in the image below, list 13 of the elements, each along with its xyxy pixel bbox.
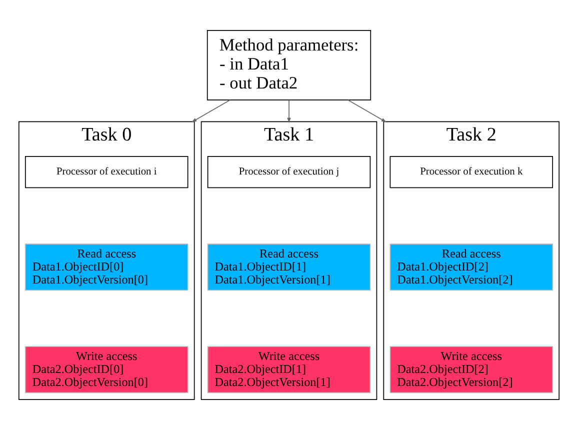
- node-box: Method parameters: - in Data1 - out Data2: [206, 30, 372, 100]
- node-box: Read access Data1.ObjectID[1] Data1.ObjectVersion[1]: [207, 243, 371, 290]
- arrow: [348, 99, 387, 122]
- node-box: Processor of execution j: [207, 155, 371, 188]
- node-box: Write access Data2.ObjectID[2] Data2.ObjectVersion[2]: [390, 346, 554, 393]
- node-box: Processor of execution i: [24, 155, 188, 188]
- arrow: [191, 99, 230, 122]
- node-box: Write access Data2.ObjectID[1] Data2.ObjectVersion[1]: [207, 346, 371, 393]
- node-box: Read access Data1.ObjectID[2] Data1.ObjectVersion[2]: [390, 243, 554, 290]
- node-box: Read access Data1.ObjectID[0] Data1.ObjectVersion[0]: [24, 243, 188, 290]
- node-box: Processor of execution k: [390, 155, 554, 188]
- node-box: Write access Data2.ObjectID[0] Data2.ObjectVersion[0]: [24, 346, 188, 393]
- arrow: [287, 99, 291, 122]
